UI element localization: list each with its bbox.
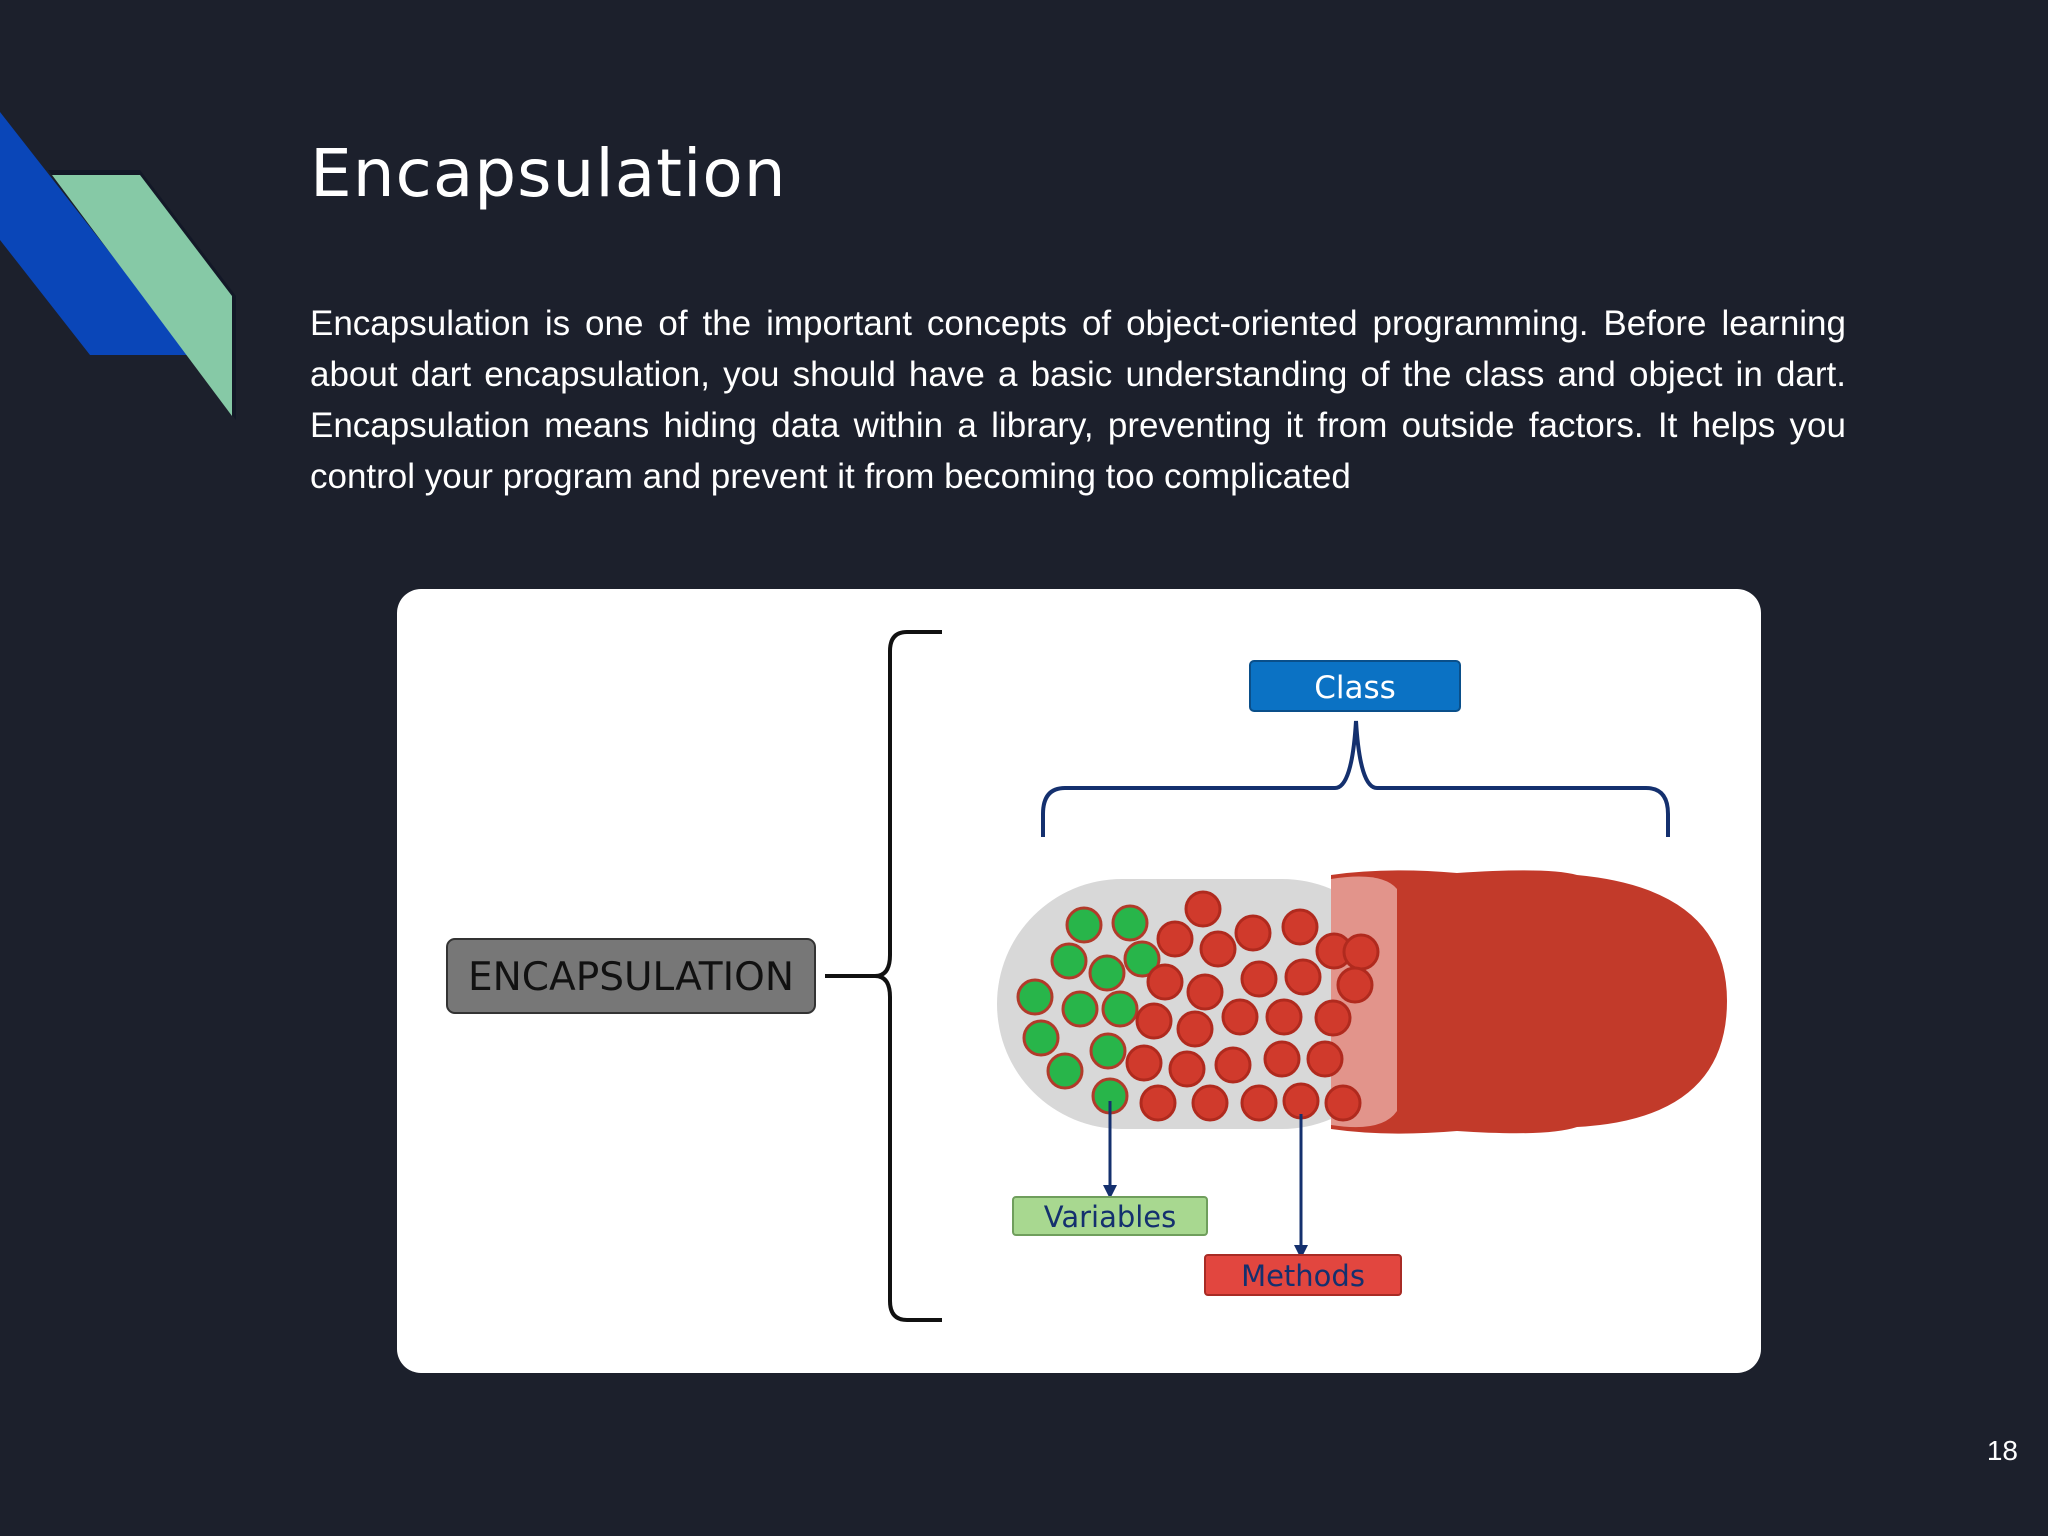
encapsulation-diagram: ENCAPSULATION Class Variables Methods	[446, 630, 1727, 1322]
method-ball	[1191, 1084, 1229, 1122]
green-stripe-shape	[52, 175, 232, 416]
variable-ball	[1088, 954, 1126, 992]
methods-arrowhead	[1294, 1245, 1308, 1259]
variables-label: Variables	[1044, 1200, 1177, 1234]
variable-ball	[1101, 990, 1139, 1028]
encapsulation-box	[446, 938, 816, 1014]
capsule-red-half	[1331, 870, 1727, 1134]
class-label: Class	[1314, 670, 1396, 706]
method-ball	[1139, 1084, 1177, 1122]
variable-ball	[1065, 906, 1103, 944]
variable-ball	[1016, 978, 1054, 1016]
method-ball	[1184, 890, 1222, 928]
variable-ball	[1061, 990, 1099, 1028]
class-bracket	[1041, 720, 1670, 837]
method-ball	[1221, 998, 1259, 1036]
corner-decoration	[0, 112, 236, 420]
method-ball	[1176, 1010, 1214, 1048]
method-ball	[1146, 963, 1184, 1001]
variables-box	[1012, 1196, 1208, 1236]
variables-arrowhead	[1103, 1185, 1117, 1199]
left-curly-bracket	[874, 630, 942, 1322]
variable-ball	[1046, 1052, 1084, 1090]
method-ball	[1342, 933, 1380, 971]
method-ball	[1186, 973, 1224, 1011]
method-ball	[1199, 930, 1237, 968]
variable-ball	[1111, 904, 1149, 942]
methods-label: Methods	[1241, 1259, 1365, 1293]
method-ball	[1263, 1040, 1301, 1078]
variable-ball	[1050, 942, 1088, 980]
method-ball	[1240, 1084, 1278, 1122]
encapsulation-figure: ENCAPSULATION Class Variables Methods	[397, 589, 1761, 1373]
variable-ball	[1022, 1019, 1060, 1057]
slide-body-text: Encapsulation is one of the important co…	[310, 304, 1846, 496]
method-ball	[1125, 1044, 1163, 1082]
method-ball	[1284, 958, 1322, 996]
method-ball	[1135, 1002, 1173, 1040]
method-ball	[1306, 1040, 1344, 1078]
method-ball	[1265, 998, 1303, 1036]
method-ball	[1314, 999, 1352, 1037]
method-ball	[1281, 908, 1319, 946]
method-ball	[1214, 1046, 1252, 1084]
method-ball	[1156, 920, 1194, 958]
method-ball	[1282, 1082, 1320, 1120]
method-ball	[1234, 914, 1272, 952]
class-box	[1249, 660, 1461, 712]
slide-title: Encapsulation	[310, 135, 787, 212]
method-ball	[1324, 1084, 1362, 1122]
method-ball	[1168, 1050, 1206, 1088]
page-number: 18	[1986, 1435, 2018, 1466]
variable-ball	[1089, 1032, 1127, 1070]
method-ball	[1240, 960, 1278, 998]
methods-box	[1204, 1254, 1402, 1296]
variable-ball	[1123, 940, 1161, 978]
encapsulation-label: ENCAPSULATION	[468, 955, 794, 1000]
method-ball	[1336, 966, 1374, 1004]
